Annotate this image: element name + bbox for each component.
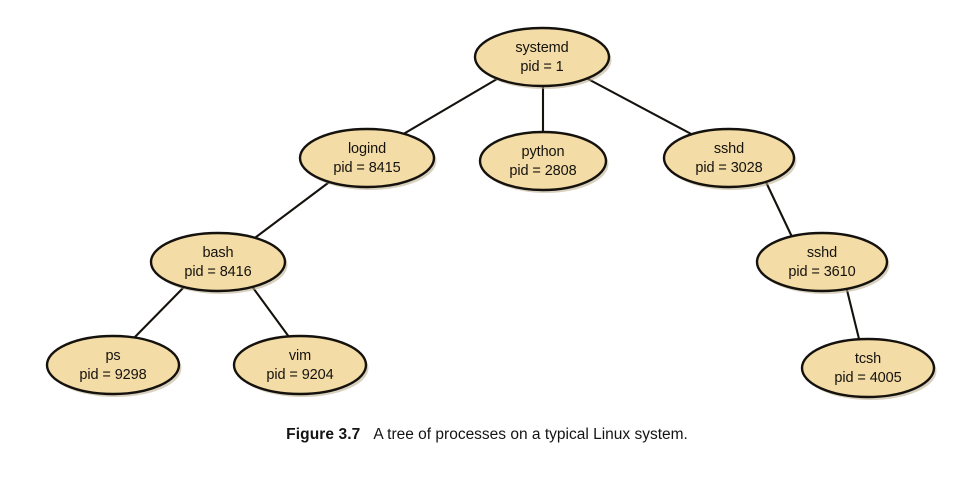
process-node-systemd[interactable]: systemd pid = 1: [473, 26, 612, 89]
node-process-name-logind: logind: [348, 141, 386, 157]
tree-edge-logind-to-bash: [250, 178, 334, 242]
node-process-name-sshd2: sshd: [807, 245, 837, 261]
node-ellipse-python: [478, 130, 608, 192]
tree-edge-bash-to-ps: [129, 283, 188, 343]
process-node-ps[interactable]: ps pid = 9298: [45, 334, 182, 397]
node-ellipse-systemd: [473, 26, 611, 88]
tree-edge-systemd-to-sshd1: [586, 77, 697, 138]
node-pid-label-sshd2: pid = 3610: [788, 264, 855, 280]
node-process-name-vim: vim: [289, 348, 311, 364]
process-node-python[interactable]: python pid = 2808: [478, 130, 609, 193]
process-node-bash[interactable]: bash pid = 8416: [149, 231, 288, 294]
process-node-sshd1[interactable]: sshd pid = 3028: [662, 127, 797, 190]
node-pid-label-vim: pid = 9204: [266, 367, 333, 383]
tree-edge-sshd1-to-sshd2: [763, 178, 795, 241]
process-tree-diagram: systemd pid = 1 logind pid = 8415 python pid …: [45, 26, 937, 400]
node-ellipse-logind: [298, 127, 436, 189]
node-ellipse-bash: [149, 231, 287, 293]
node-ellipse-sshd1: [662, 127, 796, 189]
node-ellipse-vim: [232, 334, 368, 396]
tree-edges-group: [129, 77, 862, 345]
node-pid-label-python: pid = 2808: [509, 163, 576, 179]
node-pid-label-ps: pid = 9298: [79, 367, 146, 383]
tree-edge-sshd2-to-tcsh: [844, 284, 862, 345]
node-process-name-sshd1: sshd: [714, 141, 744, 157]
node-pid-label-systemd: pid = 1: [520, 59, 563, 75]
node-pid-label-bash: pid = 8416: [184, 264, 251, 280]
node-pid-label-sshd1: pid = 3028: [695, 160, 762, 176]
process-node-tcsh[interactable]: tcsh pid = 4005: [800, 337, 937, 400]
figure-caption-text: A tree of processes on a typical Linux s…: [373, 426, 688, 443]
node-ellipse-sshd2: [755, 231, 889, 293]
node-ellipse-ps: [45, 334, 181, 396]
process-node-vim[interactable]: vim pid = 9204: [232, 334, 369, 397]
node-process-name-python: python: [522, 144, 565, 160]
node-process-name-bash: bash: [202, 245, 233, 261]
tree-edge-systemd-to-logind: [398, 77, 499, 138]
figure-number: Figure 3.7: [286, 426, 361, 443]
node-process-name-tcsh: tcsh: [855, 351, 881, 367]
tree-nodes-group: systemd pid = 1 logind pid = 8415 python pid …: [45, 26, 937, 400]
figure-caption: Figure 3.7 A tree of processes on a typic…: [0, 424, 974, 446]
process-node-logind[interactable]: logind pid = 8415: [298, 127, 437, 190]
node-process-name-systemd: systemd: [515, 40, 568, 56]
node-pid-label-logind: pid = 8415: [333, 160, 400, 176]
process-node-sshd2[interactable]: sshd pid = 3610: [755, 231, 890, 294]
node-pid-label-tcsh: pid = 4005: [834, 370, 901, 386]
node-process-name-ps: ps: [105, 348, 120, 364]
node-ellipse-tcsh: [800, 337, 936, 399]
tree-edge-bash-to-vim: [249, 283, 294, 343]
